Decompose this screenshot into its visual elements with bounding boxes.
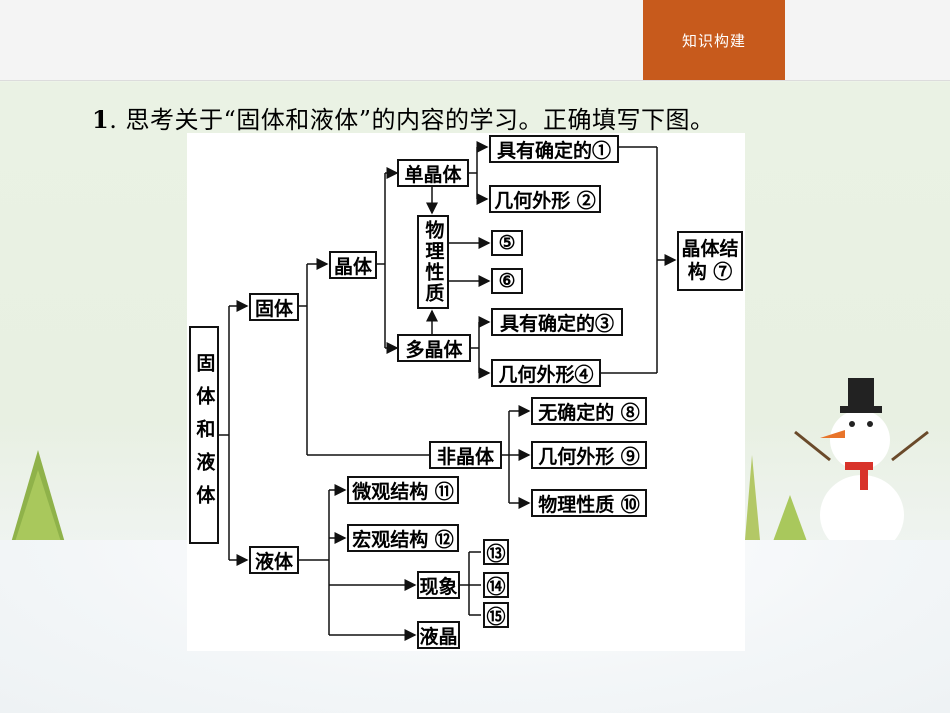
node-fill-15-label: ⑮ [486, 605, 506, 628]
node-single-definite: 具有确定的① [489, 135, 619, 163]
node-macro-structure-label: 宏观结构 ⑫ [352, 528, 454, 551]
node-single-crystal: 单晶体 [397, 159, 469, 187]
node-fill-6: ⑥ [491, 268, 523, 294]
concept-diagram: 固体和液体 固体 液体 晶体 单晶体 多晶体 物理性质 具有确定的① 几何外形 … [187, 133, 745, 651]
node-poly-definite: 具有确定的③ [491, 308, 623, 336]
node-phenomena-label: 现象 [419, 575, 458, 598]
node-fill-13-label: ⑬ [486, 542, 506, 565]
node-fill-14-label: ⑭ [486, 575, 506, 598]
node-liquid-crystal: 液晶 [417, 621, 460, 649]
node-fill-5-label: ⑤ [498, 232, 516, 254]
node-physical-property-label: 物理性质 [422, 220, 445, 304]
node-amorph-geometry: 几何外形 ⑨ [531, 441, 647, 469]
node-amorph-physical: 物理性质 ⑩ [531, 489, 647, 517]
node-amorph-indefinite: 无确定的 ⑧ [531, 397, 647, 425]
tab-knowledge-construction[interactable]: 知识构建 [643, 0, 785, 80]
node-crystal-structure: 晶体结构 ⑦ [677, 231, 743, 291]
node-root-label: 固体和液体 [193, 352, 216, 518]
question-text: 1. 思考关于“固体和液体”的内容的学习。正确填写下图。 [92, 100, 715, 135]
node-crystal-label: 晶体 [333, 255, 372, 278]
node-single-geometry: 几何外形 ② [489, 185, 601, 213]
node-solid: 固体 [249, 293, 299, 321]
snowman-hat-icon [848, 378, 874, 410]
node-poly-geometry: 几何外形④ [491, 359, 601, 387]
node-fill-13: ⑬ [483, 539, 509, 565]
node-amorphous-label: 非晶体 [436, 445, 494, 468]
node-poly-definite-label: 具有确定的③ [499, 312, 614, 335]
question-number: 1 [92, 105, 110, 134]
node-liquid: 液体 [249, 546, 299, 574]
node-poly-crystal: 多晶体 [397, 334, 471, 362]
node-liquid-crystal-label: 液晶 [419, 625, 458, 648]
node-single-geometry-label: 几何外形 ② [494, 189, 596, 212]
question-body: . 思考关于“固体和液体”的内容的学习。正确填写下图。 [109, 106, 715, 134]
node-amorph-indefinite-label: 无确定的 ⑧ [538, 401, 640, 424]
node-amorph-physical-label: 物理性质 ⑩ [538, 493, 640, 516]
node-crystal-structure-label: 晶体结构 ⑦ [681, 238, 739, 283]
top-bar [0, 0, 950, 81]
diagram-connectors [217, 141, 677, 641]
snowman-body-icon [820, 475, 904, 555]
node-amorphous: 非晶体 [429, 441, 502, 469]
node-single-crystal-label: 单晶体 [404, 163, 462, 186]
node-macro-structure: 宏观结构 ⑫ [347, 524, 459, 552]
node-poly-geometry-label: 几何外形④ [498, 363, 594, 386]
node-fill-15: ⑮ [483, 602, 509, 628]
node-fill-6-label: ⑥ [498, 270, 516, 292]
node-single-definite-label: 具有确定的① [496, 139, 611, 162]
node-amorph-geometry-label: 几何外形 ⑨ [538, 445, 640, 468]
node-poly-crystal-label: 多晶体 [405, 338, 463, 361]
node-micro-structure: 微观结构 ⑪ [347, 476, 459, 504]
node-solid-label: 固体 [254, 297, 293, 320]
node-crystal: 晶体 [329, 251, 377, 279]
node-micro-structure-label: 微观结构 ⑪ [352, 480, 454, 503]
node-fill-5: ⑤ [491, 230, 523, 256]
node-fill-14: ⑭ [483, 572, 509, 598]
node-liquid-label: 液体 [254, 550, 293, 573]
node-phenomena: 现象 [417, 571, 460, 599]
node-physical-property: 物理性质 [417, 215, 449, 309]
node-root: 固体和液体 [189, 326, 219, 544]
